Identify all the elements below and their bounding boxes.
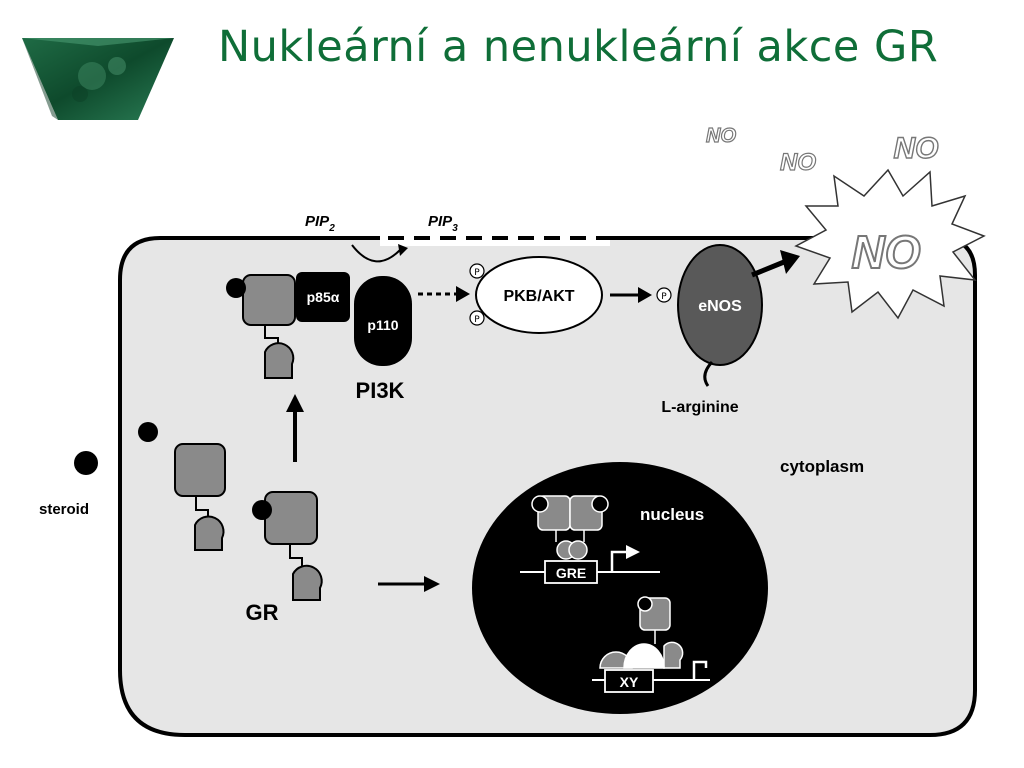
cytoplasm-label: cytoplasm (780, 457, 864, 476)
svg-text:PIP3: PIP3 (428, 213, 458, 234)
steroid-molecule (74, 451, 98, 475)
phospho-enos: P (656, 287, 672, 303)
p110-subunit (354, 276, 412, 366)
logo-trapezoid-icon (22, 38, 174, 120)
pip3-subscript: 3 (452, 223, 458, 234)
steroid-label: steroid (39, 501, 89, 518)
no-small-label-3: NO (894, 132, 939, 165)
svg-text:P: P (474, 315, 480, 325)
enos-to-no-arrow (751, 259, 785, 278)
gr-dimer (531, 495, 609, 560)
pip3-label: PIP (428, 213, 453, 230)
steroid-molecule-inside (138, 422, 158, 442)
transcription-start-arrow-repressed (692, 660, 708, 680)
no-starburst (794, 168, 986, 320)
no-big-label: NO (852, 226, 921, 278)
pkb-akt (475, 256, 603, 334)
p110-label: p110 (367, 317, 398, 333)
l-arginine-connector (703, 360, 714, 387)
phospho-pkb-top: P (469, 263, 485, 279)
no-small-label-2: NO (780, 149, 816, 176)
pkb-label: PKB/AKT (503, 288, 574, 305)
phospho-pkb-bottom: P (469, 310, 485, 326)
pip2-subscript: 2 (328, 223, 335, 234)
l-arginine-label: L-arginine (661, 399, 738, 416)
transcription-factor-white (623, 643, 665, 669)
no-small-label-1: NO (706, 125, 736, 147)
svg-text:P: P (661, 292, 667, 302)
transcription-start-arrow-active (610, 550, 628, 572)
pi3k-label: PI3K (356, 378, 405, 403)
enos (677, 244, 763, 366)
membrane-receptor (226, 274, 296, 379)
xy-box (604, 669, 654, 693)
gr-label: GR (246, 600, 279, 625)
slide-title: Nukleární a nenukleární akce GR (218, 22, 939, 72)
gr-tethered (637, 596, 684, 669)
gr-receptor-bound (252, 491, 323, 601)
svg-text:P: P (474, 268, 480, 278)
gre-box (544, 560, 598, 584)
xy-label: XY (620, 674, 639, 690)
pip-conversion-arrow (351, 244, 401, 263)
p85-subunit (296, 272, 350, 322)
gre-label: GRE (556, 565, 586, 581)
nucleus-label: nucleus (640, 505, 704, 524)
gr-receptor-unbound (174, 443, 226, 551)
p85-label: p85α (307, 289, 340, 305)
svg-text:PIP2: PIP2 (305, 213, 335, 234)
enos-label: eNOS (698, 298, 742, 315)
pip2-label: PIP (305, 213, 330, 230)
